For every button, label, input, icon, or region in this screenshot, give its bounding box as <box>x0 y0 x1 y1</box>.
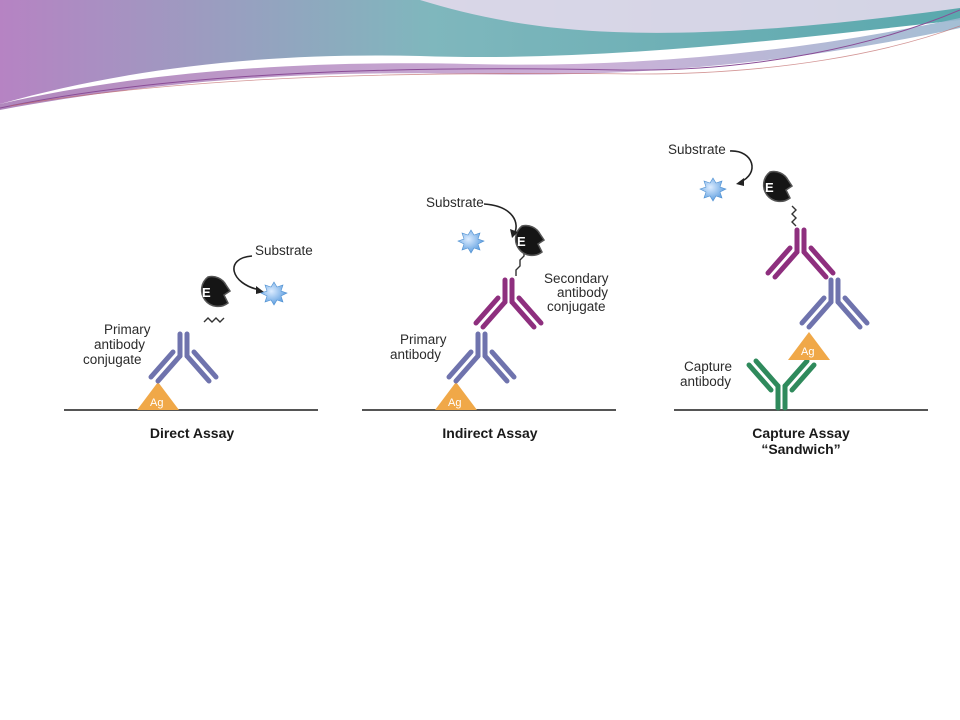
primary-antibody <box>799 277 870 330</box>
antigen-label: Ag <box>448 397 461 409</box>
antigen-label: Ag <box>801 346 814 358</box>
primary-label-line-2: antibody <box>390 347 441 362</box>
panel-direct-assay: Ag E Substrate Primary antibody conjugat… <box>64 243 318 441</box>
primary-antibody <box>446 331 517 384</box>
slide-header-banner <box>0 0 960 110</box>
substrate-star <box>260 281 288 306</box>
enzyme-blob <box>514 224 546 257</box>
panel-title-capture: Capture Assay <box>752 425 850 441</box>
substrate-arrow <box>233 255 261 291</box>
substrate-star <box>457 229 485 254</box>
primary-antibody <box>148 331 219 384</box>
antibody-label-line-1: Primary <box>104 322 151 337</box>
secondary-antibody <box>765 227 836 280</box>
arrow-head <box>736 178 744 186</box>
secondary-label-line-1: Secondary <box>544 271 609 286</box>
secondary-antibody <box>473 277 544 330</box>
substrate-arrow <box>729 150 753 183</box>
antibody-label-line-3: conjugate <box>83 352 142 367</box>
antigen-triangle <box>137 382 179 410</box>
substrate-label: Substrate <box>255 243 313 258</box>
panel-subtitle-capture: “Sandwich” <box>761 441 840 457</box>
enzyme-blob <box>200 275 232 308</box>
enzyme-linker <box>791 205 797 227</box>
panel-title-direct: Direct Assay <box>150 425 235 441</box>
banner-line <box>0 9 960 109</box>
arrow-head <box>510 229 518 238</box>
enzyme-linker <box>515 250 525 276</box>
antigen-label: Ag <box>150 397 163 409</box>
primary-label-line-1: Primary <box>400 332 447 347</box>
enzyme-label: E <box>765 180 774 195</box>
panel-indirect-assay: Ag E Substrate Secondary antibody conjug… <box>362 195 616 441</box>
banner-line-2 <box>9 25 960 107</box>
panel-title-indirect: Indirect Assay <box>442 425 537 441</box>
panel-capture-assay: Ag E Substrate Capture antibody Capture … <box>668 142 928 457</box>
enzyme-label: E <box>517 234 526 249</box>
secondary-label-line-3: conjugate <box>547 299 606 314</box>
arrow-head <box>256 286 264 294</box>
antigen-triangle <box>435 382 477 410</box>
banner-wave-light <box>420 0 960 33</box>
enzyme-blob <box>762 170 794 203</box>
capture-label-line-2: antibody <box>680 374 731 389</box>
substrate-label: Substrate <box>426 195 484 210</box>
capture-label-line-1: Capture <box>684 359 732 374</box>
capture-antibody <box>746 358 817 411</box>
elisa-assay-figure: Ag E Substrate Primary antibody conjugat… <box>64 142 928 457</box>
enzyme-label: E <box>202 285 211 300</box>
enzyme-linker <box>203 317 225 323</box>
antibody-label-line-2: antibody <box>94 337 145 352</box>
antigen-triangle <box>788 332 830 360</box>
substrate-star <box>699 177 727 202</box>
substrate-label: Substrate <box>668 142 726 157</box>
secondary-label-line-2: antibody <box>557 285 608 300</box>
